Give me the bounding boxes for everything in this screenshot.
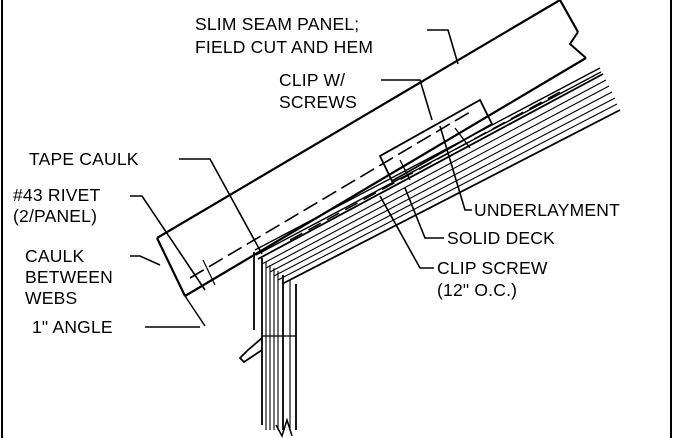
one-inch-angle (184, 295, 206, 327)
leader-rivet (130, 195, 206, 291)
label-solid-deck: SOLID DECK (447, 228, 555, 248)
slim-seam-panel (156, 0, 587, 297)
panel-clip (378, 98, 494, 183)
leader-solid-deck (404, 187, 444, 239)
label-rivet-line1: #43 RIVET (13, 185, 101, 205)
label-underlayment: UNDERLAYMENT (474, 200, 620, 220)
leader-caulk-between-webs (130, 255, 161, 266)
fascia-edge (238, 252, 297, 438)
label-angle: 1" ANGLE (32, 317, 113, 337)
label-rivet-line2: (2/PANEL) (13, 206, 97, 226)
solid-deck-bottom (281, 109, 621, 285)
label-clip-screw-line2: (12" O.C.) (437, 280, 517, 300)
leader-slim-seam-panel (427, 29, 459, 65)
leader-tape-caulk (179, 158, 263, 255)
label-clip-screw-line1: CLIP SCREW (437, 258, 548, 278)
label-clip-line1: CLIP W/ (279, 70, 345, 90)
leader-clip (381, 79, 433, 121)
solid-deck-top (257, 73, 604, 260)
label-slim-seam-panel-line2: FIELD CUT AND HEM (195, 37, 373, 57)
roof-layers (254, 67, 621, 285)
label-clip-line2: SCREWS (279, 92, 357, 112)
leader-lines (130, 29, 472, 328)
label-tape-caulk: TAPE CAULK (29, 149, 139, 169)
label-caulk-line1: CAULK (25, 246, 84, 266)
label-caulk-line2: BETWEEN (25, 267, 113, 287)
label-caulk-line3: WEBS (25, 288, 77, 308)
leader-clip-screw (379, 195, 434, 269)
label-slim-seam-panel-line1: SLIM SEAM PANEL; (195, 14, 359, 34)
leader-underlayment (439, 125, 472, 211)
underlayment-line (254, 67, 601, 251)
